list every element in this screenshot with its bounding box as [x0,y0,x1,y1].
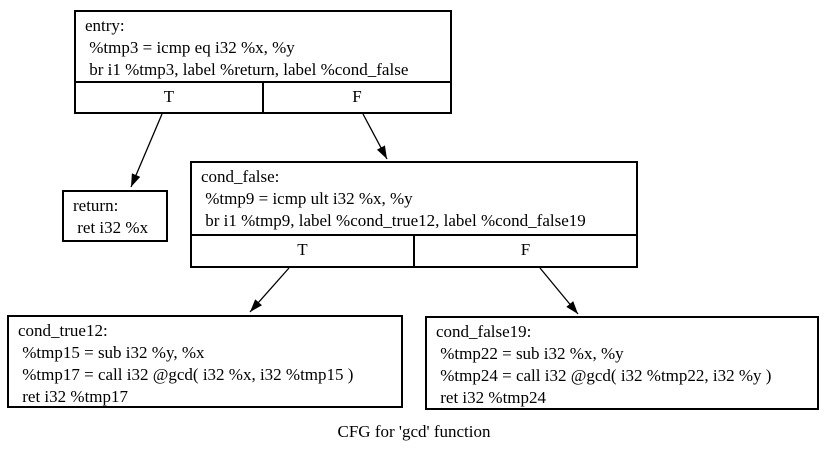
ir-instruction: %tmp17 = call i32 @gcd( i32 %x, i32 %tmp… [18,365,354,384]
cfg-node-return: return: ret i32 %x [62,190,168,242]
edge-arrow-cond-false-true [249,267,290,313]
ir-instruction: %tmp3 = icmp eq i32 %x, %y [85,38,295,57]
ir-instruction: ret i32 %x [73,218,149,237]
ir-instruction: br i1 %tmp3, label %return, label %cond_… [85,60,409,79]
ir-instruction: %tmp9 = icmp ult i32 %x, %y [201,189,413,208]
false-branch-port: F [413,236,636,266]
ir-instruction: %tmp22 = sub i32 %x, %y [436,344,624,363]
true-branch-port: T [297,240,308,259]
branch-port-row: T F [76,81,450,112]
edge-arrow-entry-false [362,113,388,160]
basic-block-body: cond_false: %tmp9 = icmp ult i32 %x, %y … [192,163,636,234]
basic-block-body: cond_false19: %tmp22 = sub i32 %x, %y %t… [427,318,817,409]
edge-arrow-cond-false-false [539,267,579,315]
false-branch-port: F [262,83,450,112]
ir-instruction: ret i32 %tmp17 [18,387,129,406]
edge-arrow-entry-true [130,113,163,188]
basic-block-body: cond_true12: %tmp15 = sub i32 %y, %x %tm… [9,317,401,408]
basic-block-body: entry: %tmp3 = icmp eq i32 %x, %y br i1 … [76,12,450,81]
basic-block-label: cond_true12: [18,321,108,340]
ir-instruction: %tmp24 = call i32 @gcd( i32 %tmp22, i32 … [436,366,772,385]
basic-block-label: cond_false: [201,167,280,186]
basic-block-label: return: [73,196,119,215]
branch-port-row: T F [192,234,636,266]
cfg-node-cond-false: cond_false: %tmp9 = icmp ult i32 %x, %y … [190,161,638,268]
cfg-node-entry: entry: %tmp3 = icmp eq i32 %x, %y br i1 … [74,10,452,114]
ir-instruction: br i1 %tmp9, label %cond_true12, label %… [201,211,586,230]
basic-block-body: return: ret i32 %x [64,192,166,240]
true-branch-port: T [163,87,175,106]
ir-instruction: ret i32 %tmp24 [436,388,547,407]
basic-block-label: entry: [85,16,125,35]
graph-caption: CFG for 'gcd' function [337,422,491,441]
cfg-node-cond-true12: cond_true12: %tmp15 = sub i32 %y, %x %tm… [7,315,403,408]
ir-instruction: %tmp15 = sub i32 %y, %x [18,343,205,362]
basic-block-label: cond_false19: [436,322,532,341]
cfg-node-cond-false19: cond_false19: %tmp22 = sub i32 %x, %y %t… [425,316,819,410]
